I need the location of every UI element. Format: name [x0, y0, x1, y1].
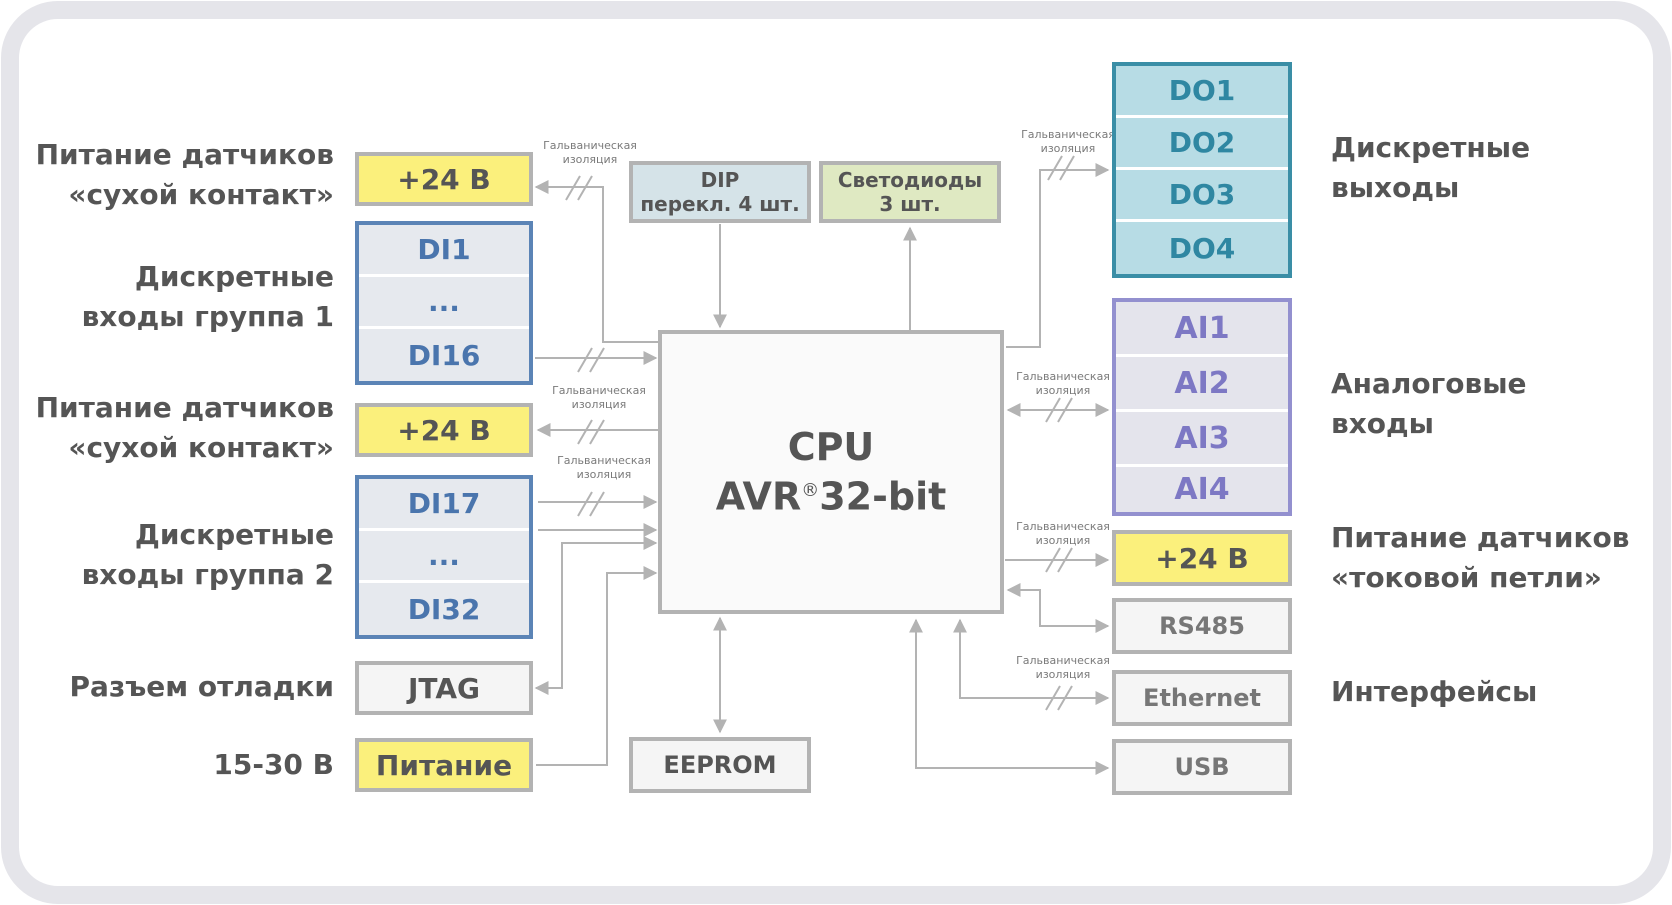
di-cell: DI32 — [407, 592, 481, 626]
power-24v-block-1: +24 В — [355, 152, 533, 206]
di-cell: DI1 — [359, 225, 529, 277]
di-cell: DI17 — [359, 479, 529, 531]
ai-cell: AI2 — [1116, 357, 1288, 412]
ai-cell: AI3 — [1116, 412, 1288, 467]
di-group-2-block: DI17 ... DI32 — [355, 475, 533, 639]
label-supply-voltage: 15-30 В — [213, 748, 334, 781]
rs485-block: RS485 — [1112, 598, 1292, 654]
ai-cell: AI1 — [1116, 302, 1288, 357]
do-cell: DO3 — [1116, 170, 1288, 222]
di-cell: ... — [359, 277, 529, 329]
do-block: DO1 DO2 DO3 DO4 — [1112, 62, 1292, 278]
ai-cell: AI4 — [1174, 472, 1230, 507]
ai-block: AI1 AI2 AI3 AI4 — [1112, 298, 1292, 516]
ethernet-block: Ethernet — [1112, 670, 1292, 726]
di-cell: DI16 — [407, 338, 481, 372]
label-power-dry-contact-2: Питание датчиков«сухой контакт» — [35, 391, 334, 464]
cpu-subtitle: AVR®32-bit — [715, 474, 947, 519]
usb-block: USB — [1112, 739, 1292, 795]
do-cell: DO1 — [1116, 66, 1288, 118]
do-cell: DO4 — [1168, 231, 1236, 265]
label-power-dry-contact-1: Питание датчиков«сухой контакт» — [35, 138, 334, 211]
jtag-block: JTAG — [355, 661, 533, 715]
do-cell: DO2 — [1116, 118, 1288, 170]
label-interfaces: Интерфейсы — [1331, 675, 1538, 708]
di-cell: ... — [359, 531, 529, 583]
label-power-current-loop: Питание датчиков«токовой петли» — [1331, 521, 1630, 594]
power-supply-block: Питание — [355, 738, 533, 792]
eeprom-block: EEPROM — [629, 737, 811, 793]
label-debug-connector: Разъем отладки — [69, 670, 334, 703]
power-24v-loop-block: +24 В — [1112, 530, 1292, 586]
di-group-1-block: DI1 ... DI16 — [355, 221, 533, 385]
cpu-block: CPU AVR®32-bit — [658, 330, 1004, 614]
power-24v-block-2: +24 В — [355, 403, 533, 457]
cpu-title: CPU — [787, 425, 875, 470]
